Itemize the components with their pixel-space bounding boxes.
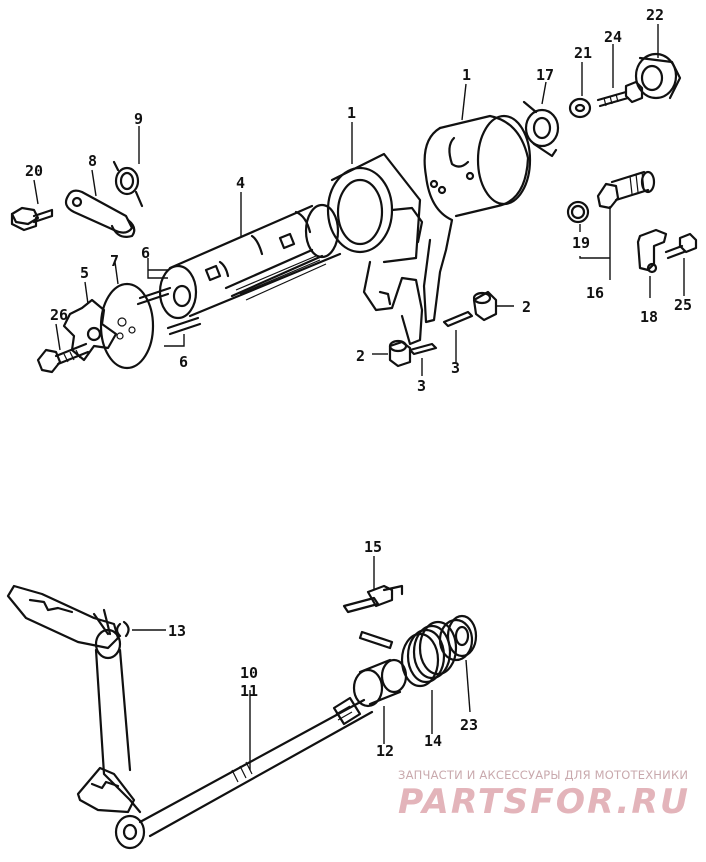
part-13-clip xyxy=(115,620,130,638)
callout-24: 24 xyxy=(604,28,622,46)
leader-lines xyxy=(33,24,685,770)
part-2-guide-pin-lower xyxy=(388,339,412,368)
part-20-bolt xyxy=(10,206,54,232)
part-12-collar xyxy=(352,658,408,708)
callout-6-lower: 6 xyxy=(179,353,188,371)
part-19-circlip xyxy=(566,200,590,224)
part-14-spring xyxy=(358,620,458,688)
callout-7: 7 xyxy=(110,252,119,270)
part-9-return-spring xyxy=(112,160,144,208)
part-25-bolt xyxy=(664,232,698,260)
watermark-logo-text: PARTSFOR.RU xyxy=(398,782,690,821)
part-2-guide-pin-upper xyxy=(472,290,498,322)
callout-2-lower: 2 xyxy=(356,347,365,365)
part-5-stopper-plate xyxy=(62,298,118,362)
callout-22: 22 xyxy=(646,6,664,24)
callout-numbers: 1 1 2 2 3 3 4 5 6 6 7 8 9 10 11 12 13 14… xyxy=(25,6,692,760)
callout-14: 14 xyxy=(424,732,442,750)
part-16-pivot-bolt xyxy=(596,170,656,210)
part-1-shift-fork-front xyxy=(326,152,424,346)
part-22-cap xyxy=(634,52,682,100)
callout-1-rear: 1 xyxy=(462,66,471,84)
callout-21: 21 xyxy=(574,44,592,62)
callout-9: 9 xyxy=(134,110,143,128)
part-21-washer xyxy=(568,97,592,119)
callout-19: 19 xyxy=(572,234,590,252)
part-7-pin-plate xyxy=(99,282,155,370)
callout-3-upper: 3 xyxy=(451,359,460,377)
part-1-shift-fork-rear xyxy=(422,114,532,324)
part-3-clip-lower xyxy=(408,342,438,356)
callout-23: 23 xyxy=(460,716,478,734)
callout-13: 13 xyxy=(168,622,186,640)
callout-12: 12 xyxy=(376,742,394,760)
part-18-bracket xyxy=(636,228,668,274)
part-17-stopper-arm xyxy=(522,100,560,158)
part-4-shift-drum xyxy=(158,203,342,320)
part-10-11-gearshift-spindle xyxy=(6,584,374,850)
callout-17: 17 xyxy=(536,66,554,84)
watermark-tagline: ЗАПЧАСТИ И АКСЕССУАРЫ ДЛЯ МОТОТЕХНИКИ xyxy=(398,768,689,782)
callout-11: 11 xyxy=(240,682,258,700)
callout-18: 18 xyxy=(640,308,658,326)
callout-2-upper: 2 xyxy=(522,298,531,316)
callout-1-front: 1 xyxy=(347,104,356,122)
part-24-bolt xyxy=(596,80,644,108)
part-8-shift-lever xyxy=(64,189,136,238)
part-6-pins xyxy=(136,258,202,347)
watermark-logo: PARTSFOR.RU xyxy=(398,782,690,821)
callout-26: 26 xyxy=(50,306,68,324)
callout-25: 25 xyxy=(674,296,692,314)
part-26-bolt xyxy=(36,342,90,374)
callout-4: 4 xyxy=(236,174,245,192)
part-15-stopper-pin xyxy=(342,584,404,614)
callout-3-lower: 3 xyxy=(417,377,426,395)
callout-20: 20 xyxy=(25,162,43,180)
part-23-oil-seal xyxy=(438,614,478,662)
part-3-clip-upper xyxy=(442,310,474,328)
callout-6-upper: 6 xyxy=(141,244,150,262)
callout-5: 5 xyxy=(80,264,89,282)
callout-10: 10 xyxy=(240,664,258,682)
callout-8: 8 xyxy=(88,152,97,170)
callout-16: 16 xyxy=(586,284,604,302)
callout-15: 15 xyxy=(364,538,382,556)
